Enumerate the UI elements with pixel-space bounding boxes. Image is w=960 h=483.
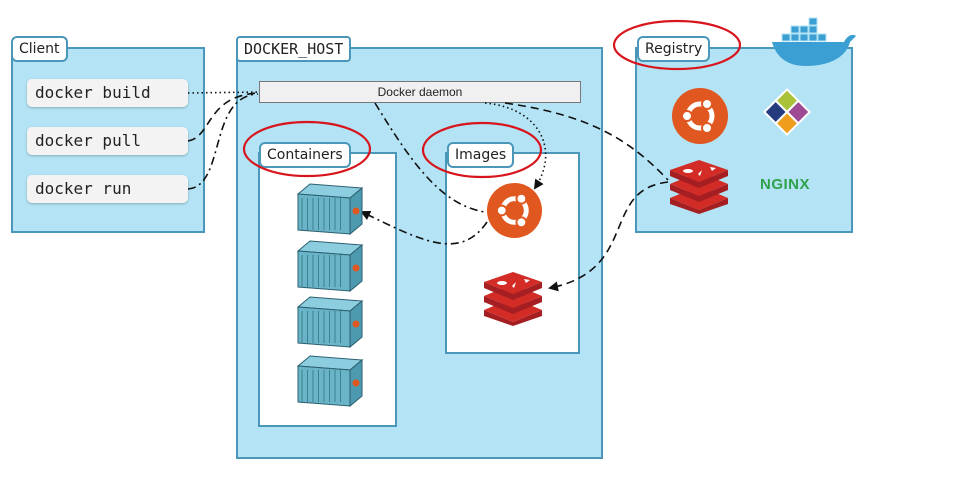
- build-connector: [187, 91, 260, 94]
- container-icon: [296, 240, 364, 293]
- docker-pull-command: docker pull: [27, 127, 188, 155]
- ubuntu-logo-icon: [672, 88, 728, 144]
- containers-title: Containers: [259, 142, 351, 168]
- container-icon: [296, 355, 364, 408]
- containers-highlight-ellipse: [242, 120, 372, 178]
- redis-logo-icon: [484, 272, 542, 326]
- whale-icon: [772, 17, 856, 66]
- docker-daemon-bar: Docker daemon: [259, 81, 581, 103]
- run-flow-path: [374, 102, 486, 213]
- run-connector: [187, 93, 259, 190]
- container-icon: [296, 183, 364, 236]
- nginx-logo: NGINX: [760, 176, 811, 193]
- docker-build-command: docker build: [27, 79, 188, 107]
- registry-highlight-ellipse: [612, 19, 742, 71]
- pull-connector: [187, 92, 259, 142]
- client-title: Client: [11, 36, 68, 62]
- pull-flow-arrow: [548, 181, 669, 292]
- centos-logo-icon: [762, 87, 812, 137]
- images-title: Images: [447, 142, 515, 168]
- registry-title: Registry: [637, 36, 711, 62]
- redis-logo-icon: [670, 160, 728, 214]
- images-highlight-ellipse: [421, 121, 543, 179]
- docker-host-title: DOCKER_HOST: [236, 36, 352, 62]
- container-icon: [296, 296, 364, 349]
- run-flow-arrow: [360, 210, 488, 245]
- build-flow-arrow: [484, 102, 547, 190]
- ubuntu-logo-icon: [486, 182, 543, 239]
- pull-flow-path: [504, 102, 669, 181]
- docker-run-command: docker run: [27, 175, 188, 203]
